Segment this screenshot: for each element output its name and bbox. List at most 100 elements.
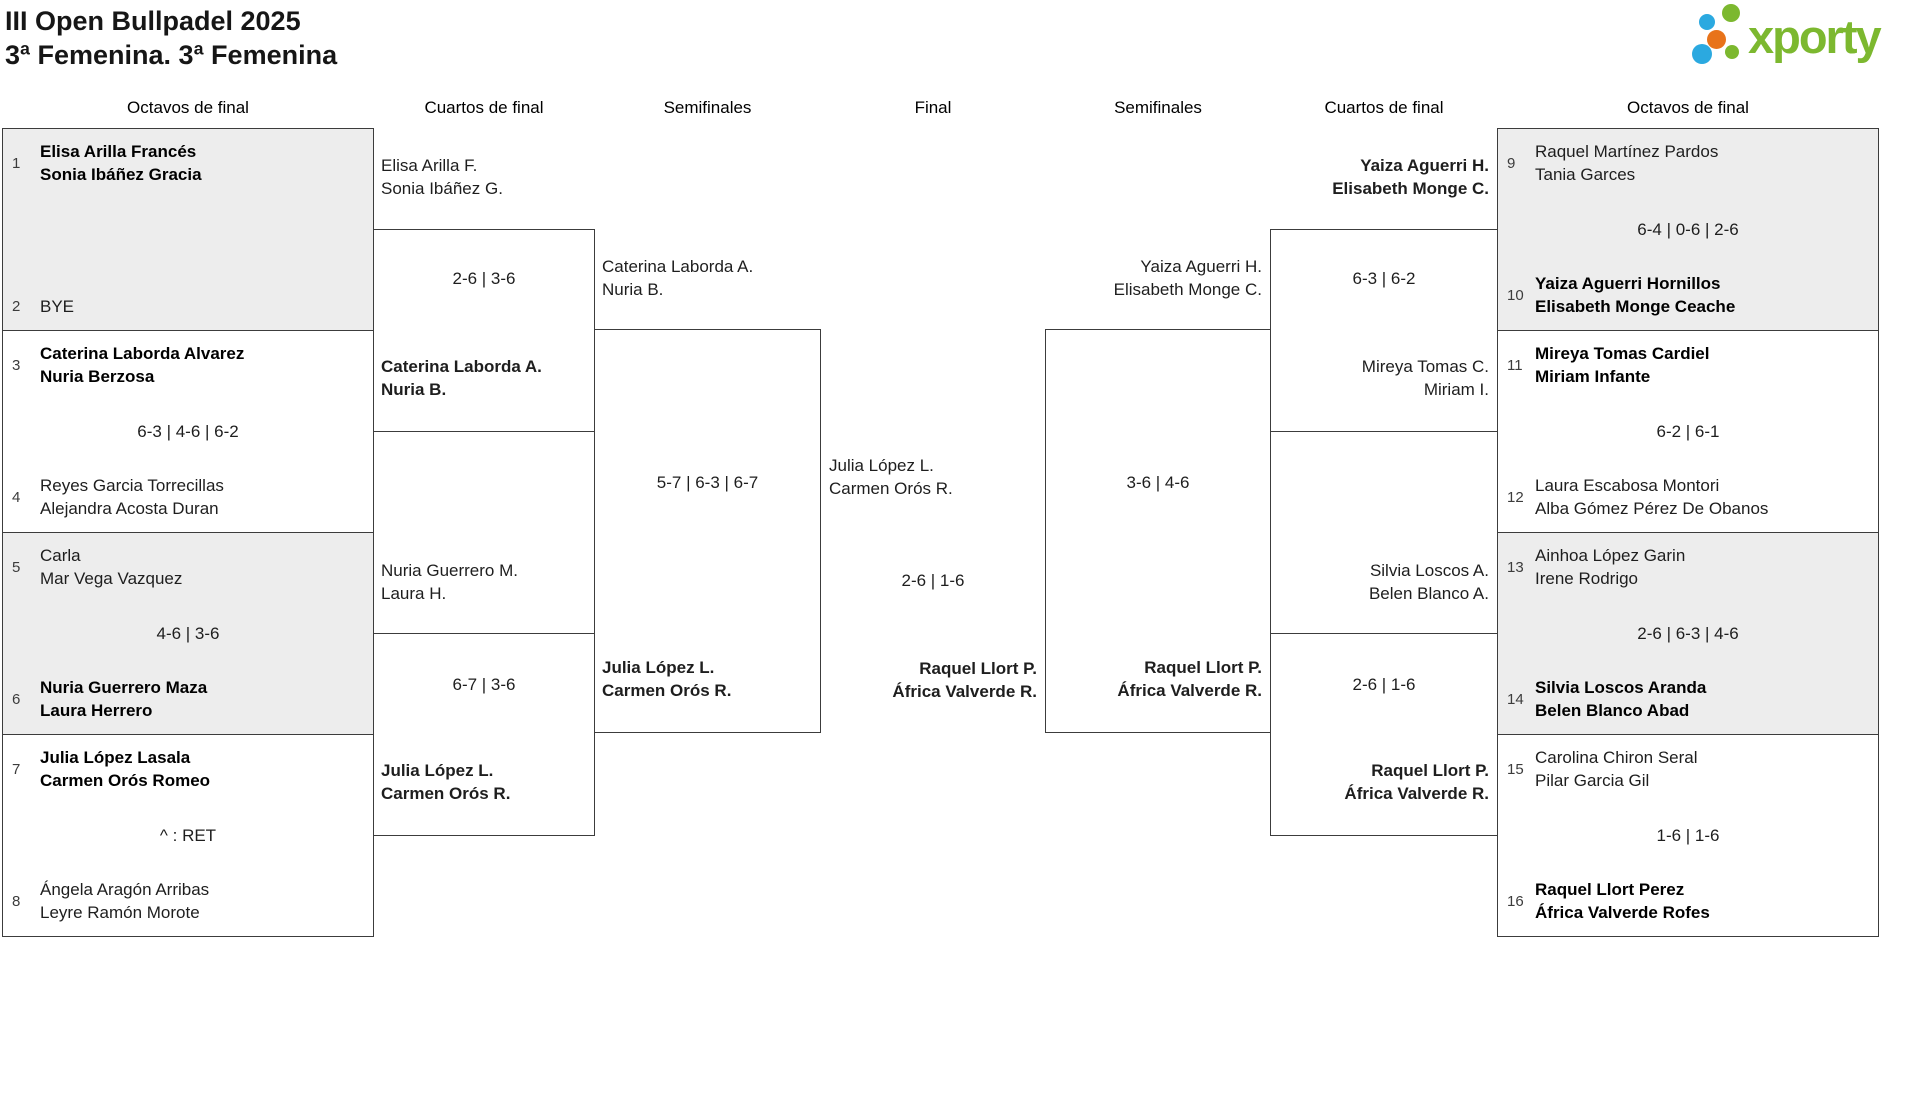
- logo-dot-blue-large: [1692, 44, 1712, 64]
- octavos-left-match-1: 1 Elisa Arilla Francés Sonia Ibáñez Grac…: [2, 128, 374, 331]
- team-names: Reyes Garcia Torrecillas Alejandra Acost…: [40, 476, 224, 518]
- team-names: Mireya Tomas Cardiel Miriam Infante: [1535, 344, 1710, 386]
- team-names: Caterina Laborda Alvarez Nuria Berzosa: [40, 344, 245, 386]
- tournament-title: III Open Bullpadel 2025: [5, 6, 301, 36]
- cuartos-right-lower-winner: Raquel Llort P. África Valverde R.: [1344, 761, 1489, 803]
- semifinal-right-top-team: Yaiza Aguerri H. Elisabeth Monge C.: [1113, 257, 1262, 299]
- octavos-right-match-1: 9 Raquel Martínez Pardos Tania Garces 6-…: [1497, 128, 1879, 331]
- octavos-right-match-3: 13 Ainhoa López Garin Irene Rodrigo 2-6 …: [1497, 532, 1879, 735]
- team-names: Elisa Arilla Francés Sonia Ibáñez Gracia: [40, 142, 202, 184]
- team-names: Laura Escabosa Montori Alba Gómez Pérez …: [1535, 476, 1769, 518]
- seed-number: 12: [1507, 488, 1524, 506]
- match-note-ret: ^ : RET: [159, 825, 217, 845]
- round-header-final: Final: [914, 98, 952, 117]
- team-row: 9 Raquel Martínez Pardos Tania Garces: [1507, 140, 1869, 186]
- round-header-cuartos-right: Cuartos de final: [1324, 98, 1444, 117]
- team-row: 14 Silvia Loscos Aranda Belen Blanco Aba…: [1507, 676, 1869, 722]
- match-score: 1-6 | 1-6: [1656, 825, 1720, 845]
- seed-number: 16: [1507, 892, 1524, 910]
- cuartos-right-upper-score: 6-3 | 6-2: [1352, 269, 1416, 288]
- cuartos-left-upper-score: 2-6 | 3-6: [452, 269, 516, 288]
- cuartos-right-lower-score: 2-6 | 1-6: [1352, 675, 1416, 694]
- seed-number: 15: [1507, 760, 1524, 778]
- team-row: 12 Laura Escabosa Montori Alba Gómez Pér…: [1507, 474, 1869, 520]
- final-score: 2-6 | 1-6: [901, 571, 965, 590]
- round-header-octavos-left: Octavos de final: [127, 98, 249, 117]
- team-row: 10 Yaiza Aguerri Hornillos Elisabeth Mon…: [1507, 272, 1869, 318]
- team-row: 16 Raquel Llort Perez África Valverde Ro…: [1507, 878, 1869, 924]
- semifinal-left-box: [594, 329, 821, 733]
- semifinal-left-top-team: Caterina Laborda A. Nuria B.: [602, 257, 754, 299]
- octavos-right-match-2: 11 Mireya Tomas Cardiel Miriam Infante 6…: [1497, 330, 1879, 533]
- seed-number: 14: [1507, 690, 1524, 708]
- semifinal-right-winner: Raquel Llort P. África Valverde R.: [1117, 658, 1262, 700]
- octavos-right-match-4: 15 Carolina Chiron Seral Pilar Garcia Gi…: [1497, 734, 1879, 937]
- seed-number: 4: [12, 488, 21, 506]
- team-row: 1 Elisa Arilla Francés Sonia Ibáñez Grac…: [12, 140, 364, 186]
- octavos-left-match-3: 5 Carla Mar Vega Vazquez 4-6 | 3-6 6 Nur…: [2, 532, 374, 735]
- team-row: 2 BYE: [12, 295, 364, 318]
- cuartos-left-lower-score: 6-7 | 3-6: [452, 675, 516, 694]
- match-score: 6-4 | 0-6 | 2-6: [1637, 219, 1739, 239]
- team-names: Silvia Loscos Aranda Belen Blanco Abad: [1535, 678, 1707, 720]
- seed-number: 8: [12, 892, 21, 910]
- xporty-logo[interactable]: xporty: [1690, 0, 1920, 70]
- octavos-left-match-4: 7 Julia López Lasala Carmen Orós Romeo ^…: [2, 734, 374, 937]
- team-row: 6 Nuria Guerrero Maza Laura Herrero: [12, 676, 364, 722]
- cuartos-left-lower-winner: Julia López L. Carmen Orós R.: [381, 761, 511, 803]
- category-subtitle: 3ª Femenina. 3ª Femenina: [5, 40, 338, 70]
- cuartos-right-upper-winner: Yaiza Aguerri H. Elisabeth Monge C.: [1332, 156, 1489, 198]
- octavos-left-match-2: 3 Caterina Laborda Alvarez Nuria Berzosa…: [2, 330, 374, 533]
- seed-number: 2: [12, 298, 21, 315]
- semifinal-right-box: [1045, 329, 1271, 733]
- seed-number: 7: [12, 760, 21, 778]
- seed-number: 11: [1507, 356, 1523, 374]
- team-row: 11 Mireya Tomas Cardiel Miriam Infante: [1507, 342, 1869, 388]
- cuartos-right-upper-box: [1270, 229, 1498, 432]
- cuartos-right-lower-box: [1270, 633, 1498, 836]
- logo-dot-orange: [1707, 30, 1726, 49]
- seed-number: 3: [12, 356, 21, 374]
- cuartos-left-lower-top-team: Nuria Guerrero M. Laura H.: [381, 561, 518, 603]
- seed-number: 10: [1507, 286, 1524, 304]
- cuartos-left-upper-top-team: Elisa Arilla F. Sonia Ibáñez G.: [381, 156, 503, 198]
- team-row: 3 Caterina Laborda Alvarez Nuria Berzosa: [12, 342, 364, 388]
- team-row: 4 Reyes Garcia Torrecillas Alejandra Aco…: [12, 474, 364, 520]
- team-names: Ángela Aragón Arribas Leyre Ramón Morote: [40, 880, 210, 922]
- round-header-semifinales-left: Semifinales: [663, 98, 752, 117]
- team-row: 15 Carolina Chiron Seral Pilar Garcia Gi…: [1507, 746, 1869, 792]
- semifinal-left-winner: Julia López L. Carmen Orós R.: [602, 658, 732, 700]
- seed-number: 13: [1507, 558, 1524, 576]
- page-title-block: III Open Bullpadel 2025 3ª Femenina. 3ª …: [5, 4, 337, 72]
- match-score: 6-2 | 6-1: [1656, 421, 1720, 441]
- logo-dot-green-small: [1725, 45, 1739, 59]
- team-names: Ainhoa López Garin Irene Rodrigo: [1535, 546, 1686, 588]
- team-row: 5 Carla Mar Vega Vazquez: [12, 544, 364, 590]
- round-header-cuartos-left: Cuartos de final: [424, 98, 544, 117]
- seed-number: 6: [12, 690, 21, 708]
- match-score: 4-6 | 3-6: [156, 623, 220, 643]
- cuartos-right-upper-bottom-team: Mireya Tomas C. Miriam I.: [1361, 357, 1489, 399]
- round-header-semifinales-right: Semifinales: [1114, 98, 1202, 117]
- final-winner: Raquel Llort P. África Valverde R.: [892, 659, 1037, 701]
- cuartos-right-lower-top-team: Silvia Loscos A. Belen Blanco A.: [1368, 561, 1489, 603]
- team-names: Carolina Chiron Seral Pilar Garcia Gil: [1535, 748, 1698, 790]
- xporty-wordmark: xporty: [1748, 10, 1882, 63]
- semifinal-right-score: 3-6 | 4-6: [1126, 473, 1190, 492]
- cuartos-left-lower-box: [373, 633, 595, 836]
- round-header-octavos-right: Octavos de final: [1627, 98, 1749, 117]
- team-names: BYE: [40, 297, 75, 316]
- match-score: 2-6 | 6-3 | 4-6: [1637, 623, 1739, 643]
- semifinal-left-score: 5-7 | 6-3 | 6-7: [656, 473, 759, 492]
- team-names: Raquel Llort Perez África Valverde Rofes: [1535, 880, 1710, 922]
- team-names: Carla Mar Vega Vazquez: [40, 546, 183, 588]
- logo-dot-blue-small: [1699, 14, 1715, 30]
- logo-dot-green-large: [1722, 4, 1740, 22]
- team-names: Julia López Lasala Carmen Orós Romeo: [40, 748, 211, 790]
- team-names: Nuria Guerrero Maza Laura Herrero: [40, 678, 208, 720]
- team-row: 8 Ángela Aragón Arribas Leyre Ramón Moro…: [12, 878, 364, 924]
- team-names: Yaiza Aguerri Hornillos Elisabeth Monge …: [1535, 274, 1736, 316]
- team-names: Raquel Martínez Pardos Tania Garces: [1535, 142, 1719, 184]
- team-row: 13 Ainhoa López Garin Irene Rodrigo: [1507, 544, 1869, 590]
